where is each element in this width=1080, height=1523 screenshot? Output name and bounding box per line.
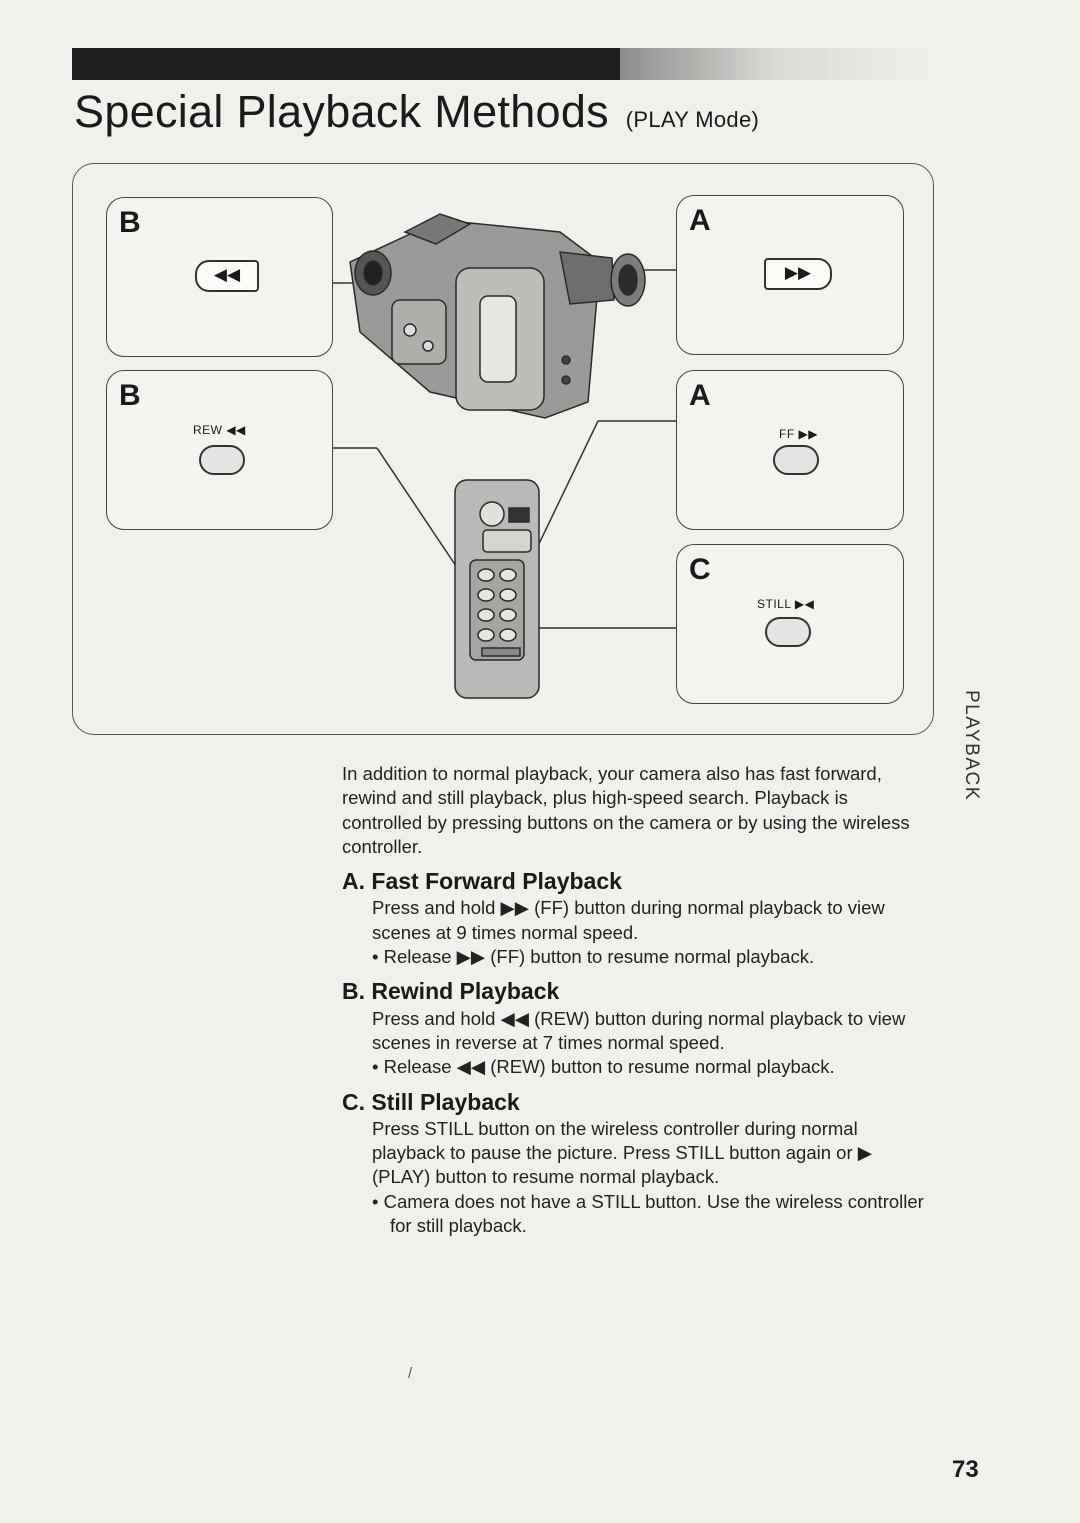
intro-paragraph: In addition to normal playback, your cam… (342, 763, 910, 857)
remote-rew-button (199, 445, 245, 475)
page-title: Special Playback Methods (PLAY Mode) (74, 86, 759, 138)
panel-a-remote-ff: A FF ▶▶ (676, 370, 904, 530)
remote-ff-button (773, 445, 819, 475)
remote-still-button (765, 617, 811, 647)
section-c-bullet: • Camera does not have a STILL button. U… (372, 1190, 924, 1237)
panel-b-remote-rew: B REW ◀◀ (106, 370, 333, 530)
section-c-body: Press STILL button on the wireless contr… (372, 1117, 872, 1188)
panel-b-camera-rew: B ◀◀ (106, 197, 333, 357)
page-title-text: Special Playback Methods (74, 86, 609, 137)
body-text: In addition to normal playback, your cam… (342, 762, 932, 1238)
page-title-mode: (PLAY Mode) (625, 107, 760, 132)
illustration-drawing (333, 213, 676, 699)
rew-button-label: REW ◀◀ (193, 423, 246, 437)
section-a-heading: A. Fast Forward Playback (342, 868, 622, 895)
stray-mark: / (408, 1365, 413, 1382)
section-b-heading: B. Rewind Playback (342, 978, 560, 1005)
panel-a-bottom-letter: A (689, 379, 711, 412)
illustration-frame (72, 163, 934, 735)
title-bar-fade (620, 48, 935, 80)
side-tab-playback: PLAYBACK (961, 690, 982, 801)
section-a-bullet: • Release ▶▶ (FF) button to resume norma… (372, 946, 815, 968)
panel-a-top-letter: A (689, 204, 711, 237)
panel-a-camera-ff: A ▶▶ (676, 195, 904, 355)
still-button-label: STILL ▶◀ (757, 597, 815, 611)
section-a-body: Press and hold ▶▶ (FF) button during nor… (372, 897, 885, 943)
panel-b-bottom-letter: B (119, 379, 141, 412)
panel-b-top-letter: B (119, 206, 141, 239)
panel-c-letter: C (689, 553, 711, 586)
camcorder-illustration (349, 213, 646, 419)
camera-ff-key: ▶▶ (764, 258, 832, 290)
section-c-heading: C. Still Playback (342, 1088, 520, 1115)
remote-controller-illustration (454, 479, 540, 699)
section-b-body: Press and hold ◀◀ (REW) button during no… (372, 1007, 906, 1053)
section-b-bullet: • Release ◀◀ (REW) button to resume norm… (372, 1056, 835, 1078)
page-number: 73 (952, 1456, 979, 1483)
ff-button-label: FF ▶▶ (779, 427, 818, 441)
camera-rew-key: ◀◀ (195, 260, 259, 292)
title-bar (72, 48, 620, 80)
panel-c-remote-still: C STILL ▶◀ (676, 544, 904, 704)
